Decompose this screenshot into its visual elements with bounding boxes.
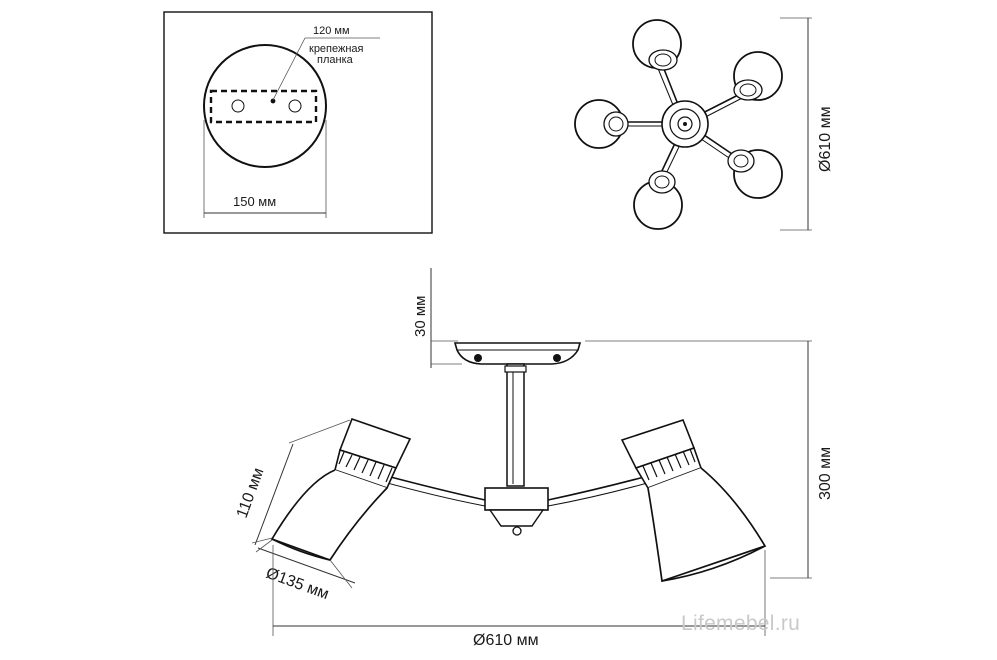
shade-diameter-ext-right <box>329 559 353 589</box>
shade-height-ext-bottom <box>251 537 273 544</box>
side-arm-left-b <box>379 480 486 507</box>
mount-plate-panel: 120 мм крепежная планка 150 мм <box>163 11 433 234</box>
bracket-name-label-2: планка <box>317 54 354 66</box>
top-view: Ø610 мм <box>574 17 834 231</box>
canopy-height-label: 30 мм <box>412 296 429 337</box>
side-shade-left <box>270 417 412 562</box>
side-view: 30 мм <box>234 268 834 649</box>
top-shade-1 <box>632 19 682 71</box>
bracket-name-label: крепежная <box>309 43 364 55</box>
shade-diameter-dim-line <box>257 547 356 584</box>
bracket-hole-right <box>288 99 302 113</box>
bracket-center-dot <box>270 98 276 104</box>
shade-height-label: 110 мм <box>234 466 268 521</box>
shade-height-dim-line <box>254 443 294 546</box>
top-hub-dot <box>683 122 687 126</box>
side-hub <box>484 487 549 536</box>
side-arm-right <box>547 475 649 501</box>
side-stem <box>504 363 527 487</box>
shade-height-ext-top <box>288 419 351 444</box>
bracket-hole-left <box>231 99 245 113</box>
side-arm-left <box>382 474 486 501</box>
top-shade-2 <box>733 51 783 101</box>
total-height-label: 300 мм <box>817 447 834 500</box>
canopy-circle <box>203 44 327 168</box>
span-label: Ø610 мм <box>473 632 539 649</box>
top-shade-3 <box>574 99 629 149</box>
mounting-bracket <box>209 89 318 124</box>
canopy-width-label: 150 мм <box>233 194 276 209</box>
top-shade-4 <box>633 170 683 230</box>
panel-frame <box>163 11 433 234</box>
top-diameter-label: Ø610 мм <box>817 106 834 172</box>
top-hub-mid <box>669 108 701 140</box>
watermark-text: Lifemebel.ru <box>681 612 801 635</box>
bracket-leader-line <box>272 37 306 101</box>
shade-diameter-ext-left <box>255 539 273 553</box>
side-shade-right <box>620 419 767 583</box>
bracket-width-label: 120 мм <box>313 25 350 37</box>
top-hub-inner <box>677 116 693 132</box>
side-arm-right-b <box>547 481 652 507</box>
side-canopy <box>453 342 582 365</box>
top-shade-5 <box>727 149 783 199</box>
